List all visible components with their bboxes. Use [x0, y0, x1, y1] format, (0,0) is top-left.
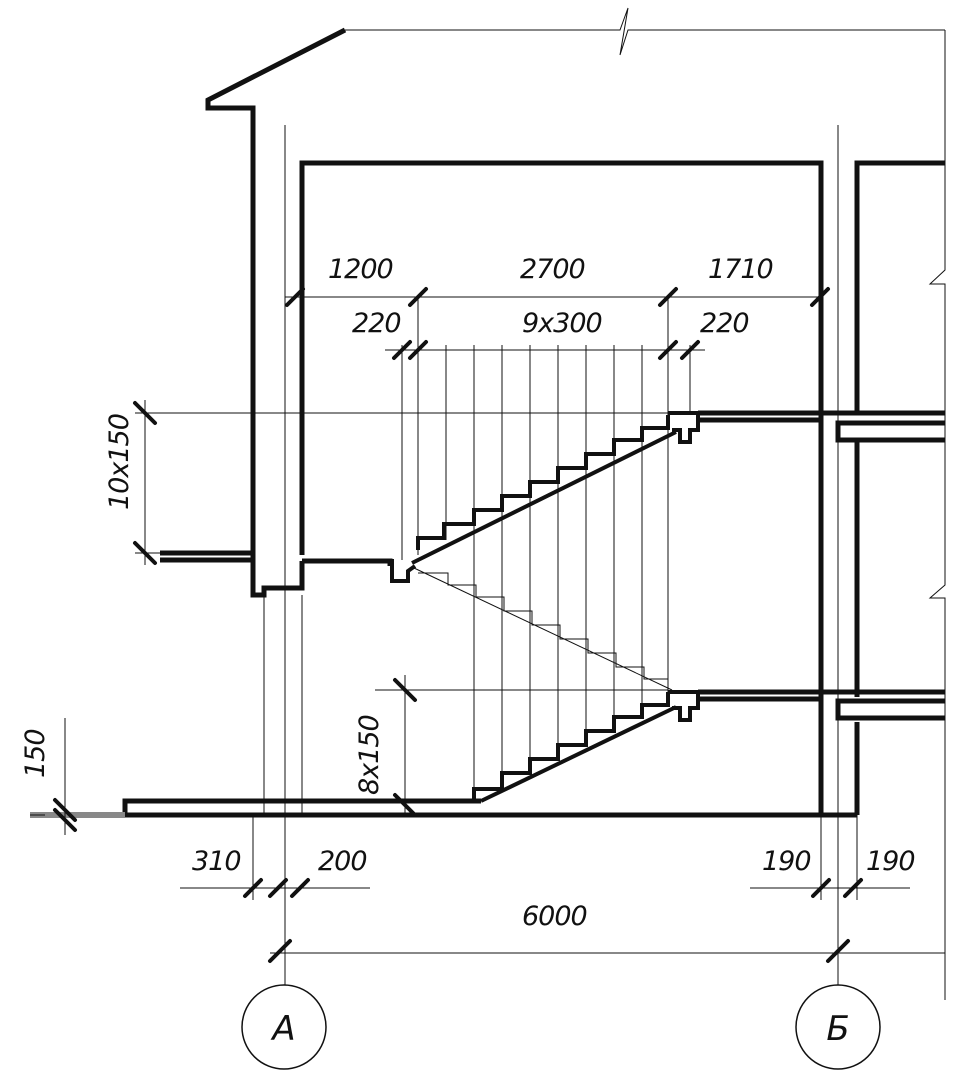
inner-wall-frame [299, 160, 824, 815]
axis-label-a: А [270, 1009, 295, 1049]
dim-200: 200 [318, 846, 367, 877]
hidden-flight [413, 567, 673, 691]
dim-190-right: 190 [866, 846, 915, 877]
dim-190-left: 190 [762, 846, 811, 877]
dim-8x150: 8x150 [354, 715, 385, 795]
upper-stair-flight [390, 411, 700, 583]
mid-landing-slab [302, 558, 393, 566]
dim-1200: 1200 [328, 254, 393, 285]
dim-150: 150 [20, 729, 51, 778]
upper-landing-beam [668, 411, 700, 444]
dim-1710: 1710 [708, 254, 773, 285]
building-outline [122, 27, 945, 818]
axis-label-b: Б [826, 1009, 849, 1049]
lower-stringer [480, 705, 677, 803]
dim-2700: 2700 [520, 254, 585, 285]
axis-marker-b: Б [795, 984, 881, 1070]
dim-10x150: 10x150 [104, 414, 135, 510]
top-break-line [345, 7, 945, 56]
right-break-line [928, 30, 946, 1000]
roof-eave-left-wall [205, 27, 347, 598]
mid-landing-beam [390, 559, 417, 583]
dim-6000: 6000 [522, 901, 587, 932]
right-wall [854, 160, 945, 415]
thin-lines [30, 7, 946, 1000]
upper-beam [835, 420, 945, 443]
upper-steps [416, 415, 670, 550]
dim-220-right: 220 [700, 308, 749, 339]
upper-stringer [411, 430, 677, 565]
lower-landing-beam [668, 690, 700, 722]
dim-220-left: 220 [352, 308, 401, 339]
dim-310: 310 [192, 846, 241, 877]
axis-marker-a: А [241, 984, 327, 1070]
dim-9x300: 9x300 [522, 308, 602, 339]
dimension-ticks [53, 287, 863, 963]
lower-steps [472, 692, 670, 801]
mid-beam [835, 698, 945, 721]
ground-floor [122, 798, 481, 815]
